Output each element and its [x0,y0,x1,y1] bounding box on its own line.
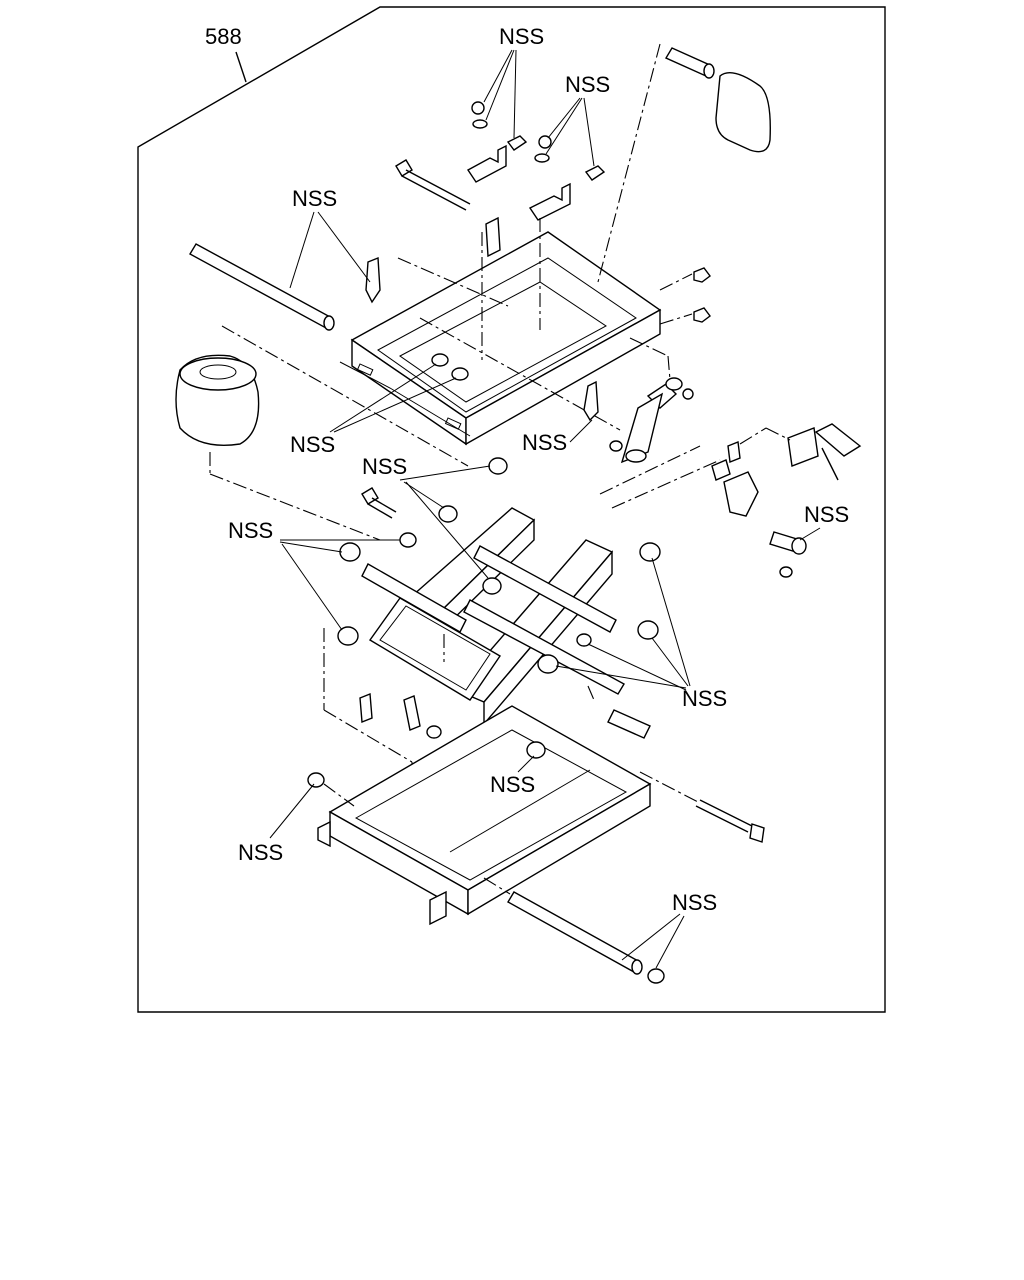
shock-absorber [609,377,694,464]
top-right-hardware [528,135,606,221]
bushing-5 [337,626,359,646]
callout-rod-fitting: NSS [292,186,337,211]
callout-bushing-lower: NSS [490,772,535,797]
nut-right-1 [693,267,711,283]
clip-lower-left [307,772,325,788]
diagram-border [137,6,886,1013]
spacer-small [426,725,442,739]
control-valve [787,423,862,481]
bushing-4 [339,542,361,562]
bolt-small-2 [403,695,421,731]
bolt-lower-right [695,799,765,843]
bellow-dash [221,325,469,467]
lower-base-frame [317,705,652,926]
callout-bushings-upper: NSS [362,454,407,479]
bolt-middle-left [361,487,397,519]
callout-o-rings: NSS [290,432,335,457]
callout-clip-lower-left: NSS [238,840,283,865]
reference-leader [235,51,247,83]
callout-grease-right: NSS [522,430,567,455]
pin-top-right [664,47,715,79]
bolt-small-1 [359,692,373,724]
o-ring-2 [451,367,469,381]
callout-bushings-right: NSS [682,686,727,711]
bushing-10 [576,633,592,647]
frame-dash-3 [597,43,661,283]
bushing-6 [482,577,502,595]
callout-bushings-left: NSS [228,518,273,543]
bushing-1 [488,457,508,475]
bushing-8 [637,620,659,640]
air-bellow [175,354,260,446]
callout-top-right: NSS [565,72,610,97]
nut-right-2 [693,307,711,323]
bushing-2 [438,505,458,523]
callout-bracket-pin: NSS [804,502,849,527]
callout-rod-lower-right: NSS [672,890,717,915]
seat-pad [715,72,771,153]
bracket-pin [769,531,807,578]
lever-bracket [711,441,759,517]
bushing-lower [526,741,546,759]
frame-dash-4 [397,257,509,307]
long-rod-upper [189,243,335,331]
pin-lower-right [607,709,651,739]
long-bolt [395,159,471,211]
o-ring-1 [431,353,449,367]
frame-bolt [485,216,501,258]
bushing-7 [639,542,661,562]
top-left-hardware [466,101,528,183]
grease-fitting-upper [365,256,381,304]
long-rod-lower [507,891,665,984]
scissor-bracket-left [368,597,502,701]
reference-number: 588 [205,24,242,49]
bushing-9 [537,654,559,674]
upper-seat-frame [339,231,662,446]
bushing-3 [399,532,417,548]
grease-fitting-right [583,380,599,422]
callout-top-left: NSS [499,24,544,49]
